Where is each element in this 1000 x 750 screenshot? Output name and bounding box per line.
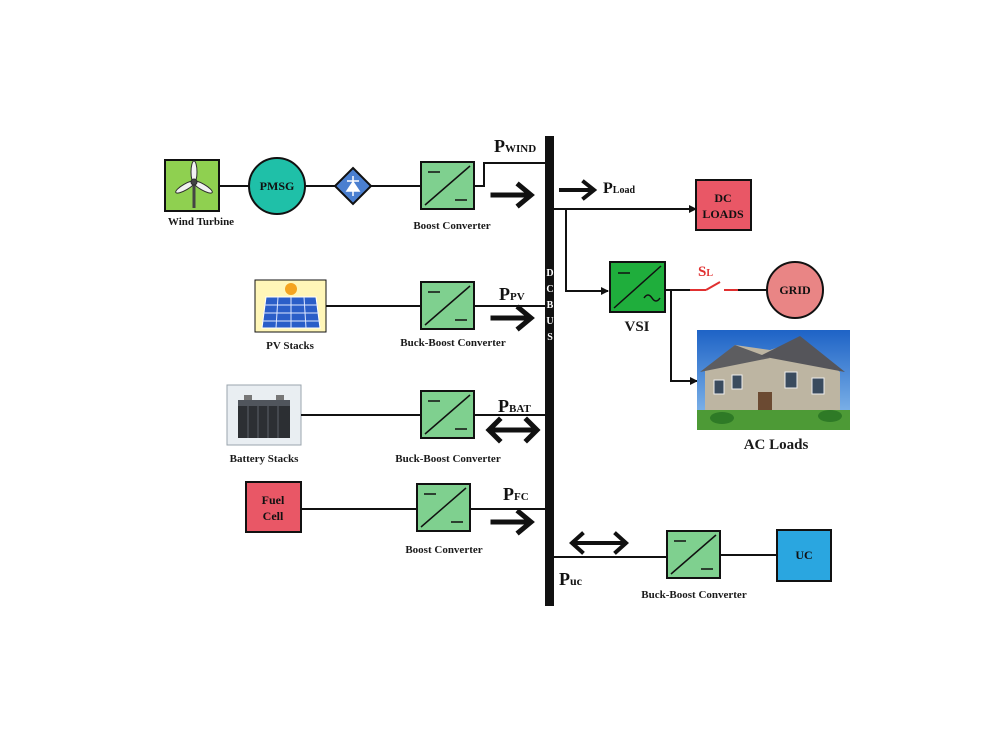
grid: GRID [766,261,824,319]
uc: UC [776,529,832,582]
battery-stacks-label: Battery Stacks [230,453,299,465]
wind-turbine [164,159,220,212]
vsi-label: VSI [624,319,649,335]
dc-bus-bar [545,136,554,606]
boost-converter-fc-label: Boost Converter [405,544,482,556]
battery-stacks [226,384,302,446]
battery-icon [238,395,290,438]
switch-sl-label: SL [698,264,713,280]
wind-turbine-label: Wind Turbine [168,216,234,228]
pmsg: PMSG [248,157,306,215]
svg-text:D: D [546,268,553,279]
buck-boost-converter-pv-label: Buck-Boost Converter [400,337,506,349]
buck-boost-converter-pv [420,281,475,330]
p-uc-arrow [569,531,629,555]
pv-stacks-label: PV Stacks [266,340,314,352]
boost-converter-wind [420,161,475,210]
switch-sl [690,281,738,291]
sun-icon [285,283,297,295]
p-uc-label: Puc [559,569,583,589]
p-bat-label: PBAT [498,396,531,416]
p-load-arrow [559,179,598,201]
pv-stacks [254,279,327,333]
svg-text:S: S [547,332,553,343]
svg-text:B: B [547,300,554,311]
p-wind-arrow [490,181,535,209]
boost-converter-wind-label: Boost Converter [413,220,490,232]
svg-text:DC: DC [714,191,731,205]
dc-loads: DC LOADS [695,179,752,231]
svg-text:LOADS: LOADS [702,207,744,221]
svg-text:PMSG: PMSG [260,179,295,193]
p-fc-label: PFC [503,484,529,504]
boost-converter-fc [416,483,471,532]
svg-text:C: C [546,284,553,295]
buck-boost-converter-bat-label: Buck-Boost Converter [395,453,501,465]
dc-bus-label: D C B U S [546,268,553,343]
svg-text:Cell: Cell [263,509,284,523]
wind-turbine-icon [175,160,213,208]
ac-loads-house-image [697,330,850,430]
rectifier [333,166,373,206]
p-bat-arrow [485,416,541,444]
fuel-cell: Fuel Cell [245,481,302,533]
diode-icon [345,176,361,196]
svg-text:U: U [546,316,553,327]
buck-boost-converter-uc [666,530,721,579]
p-load-label: PLoad [603,180,635,197]
vsi [609,261,666,313]
buck-boost-converter-uc-label: Buck-Boost Converter [641,589,747,601]
ac-loads-label: AC Loads [744,437,809,453]
p-pv-label: PPV [499,284,525,304]
svg-text:Fuel: Fuel [262,493,285,507]
p-pv-arrow [490,304,535,332]
svg-text:GRID: GRID [779,283,811,297]
buck-boost-converter-bat [420,390,475,439]
svg-text:UC: UC [795,548,812,562]
p-fc-arrow [490,508,535,536]
p-wind-label: PWIND [494,136,536,156]
